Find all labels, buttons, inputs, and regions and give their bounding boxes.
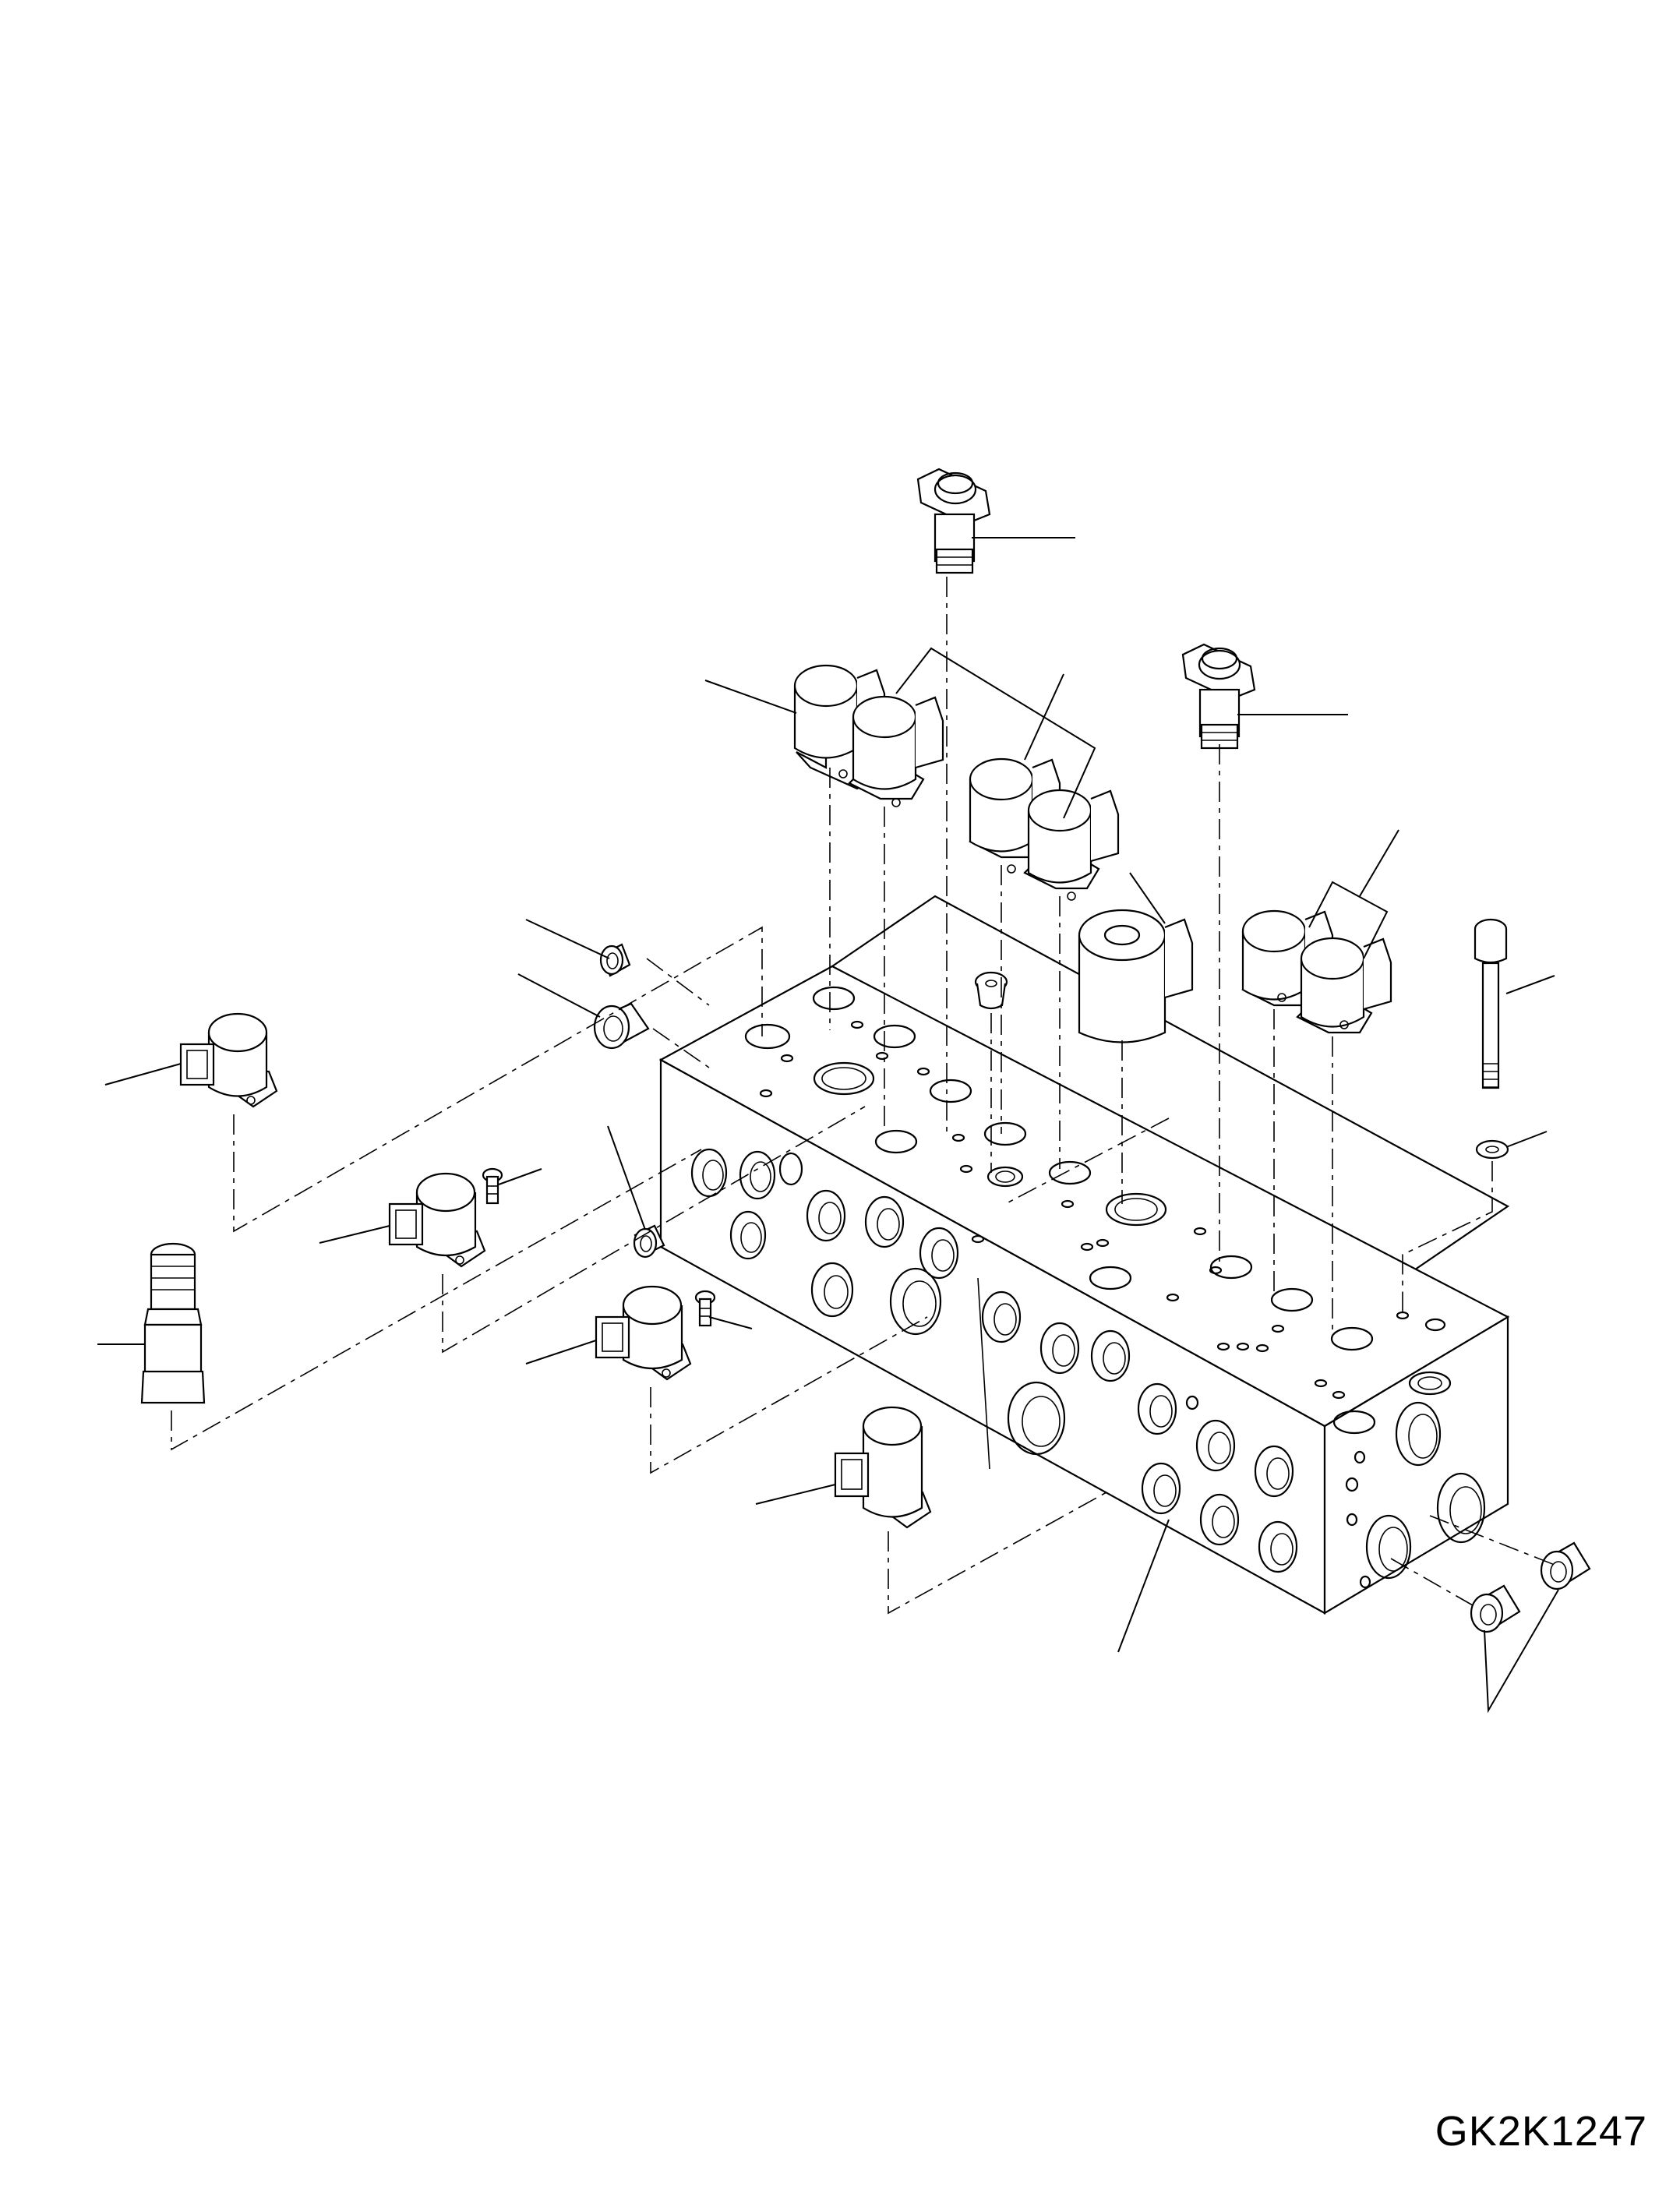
end-plug-2 <box>1540 1541 1591 1591</box>
end-ports <box>1345 1401 1486 1589</box>
end-plug-1 <box>1470 1584 1521 1633</box>
orifice-fitting <box>974 971 1008 1010</box>
leader-lines <box>97 537 1559 1714</box>
solenoid-left-1 <box>179 1012 278 1108</box>
cap-screw-1 <box>482 1167 503 1205</box>
relief-valve-right <box>1181 643 1256 750</box>
relief-valve-top <box>916 468 991 574</box>
solenoid-pair-3 <box>1241 909 1392 1034</box>
washer <box>1475 1139 1509 1160</box>
plug-front <box>633 1224 665 1259</box>
plug-small <box>599 943 631 977</box>
top-ports <box>744 986 1452 1435</box>
assembly-lines <box>171 577 1559 1615</box>
solenoid-lower <box>834 1406 932 1529</box>
drawing-code: GK2K1247 <box>1435 2108 1647 2155</box>
solenoid-left-3 <box>595 1285 692 1381</box>
solenoid-pair-1 <box>793 664 944 807</box>
solenoid-pair-2 <box>969 757 1120 901</box>
solenoid-left-2 <box>388 1172 486 1268</box>
pressure-sensor <box>140 1242 206 1404</box>
tie-bolt <box>1474 918 1508 1089</box>
front-ports <box>690 1148 1298 1573</box>
plug-large <box>593 1002 650 1050</box>
proportional-solenoid <box>1078 909 1194 1043</box>
cap-screw-2 <box>694 1290 716 1327</box>
